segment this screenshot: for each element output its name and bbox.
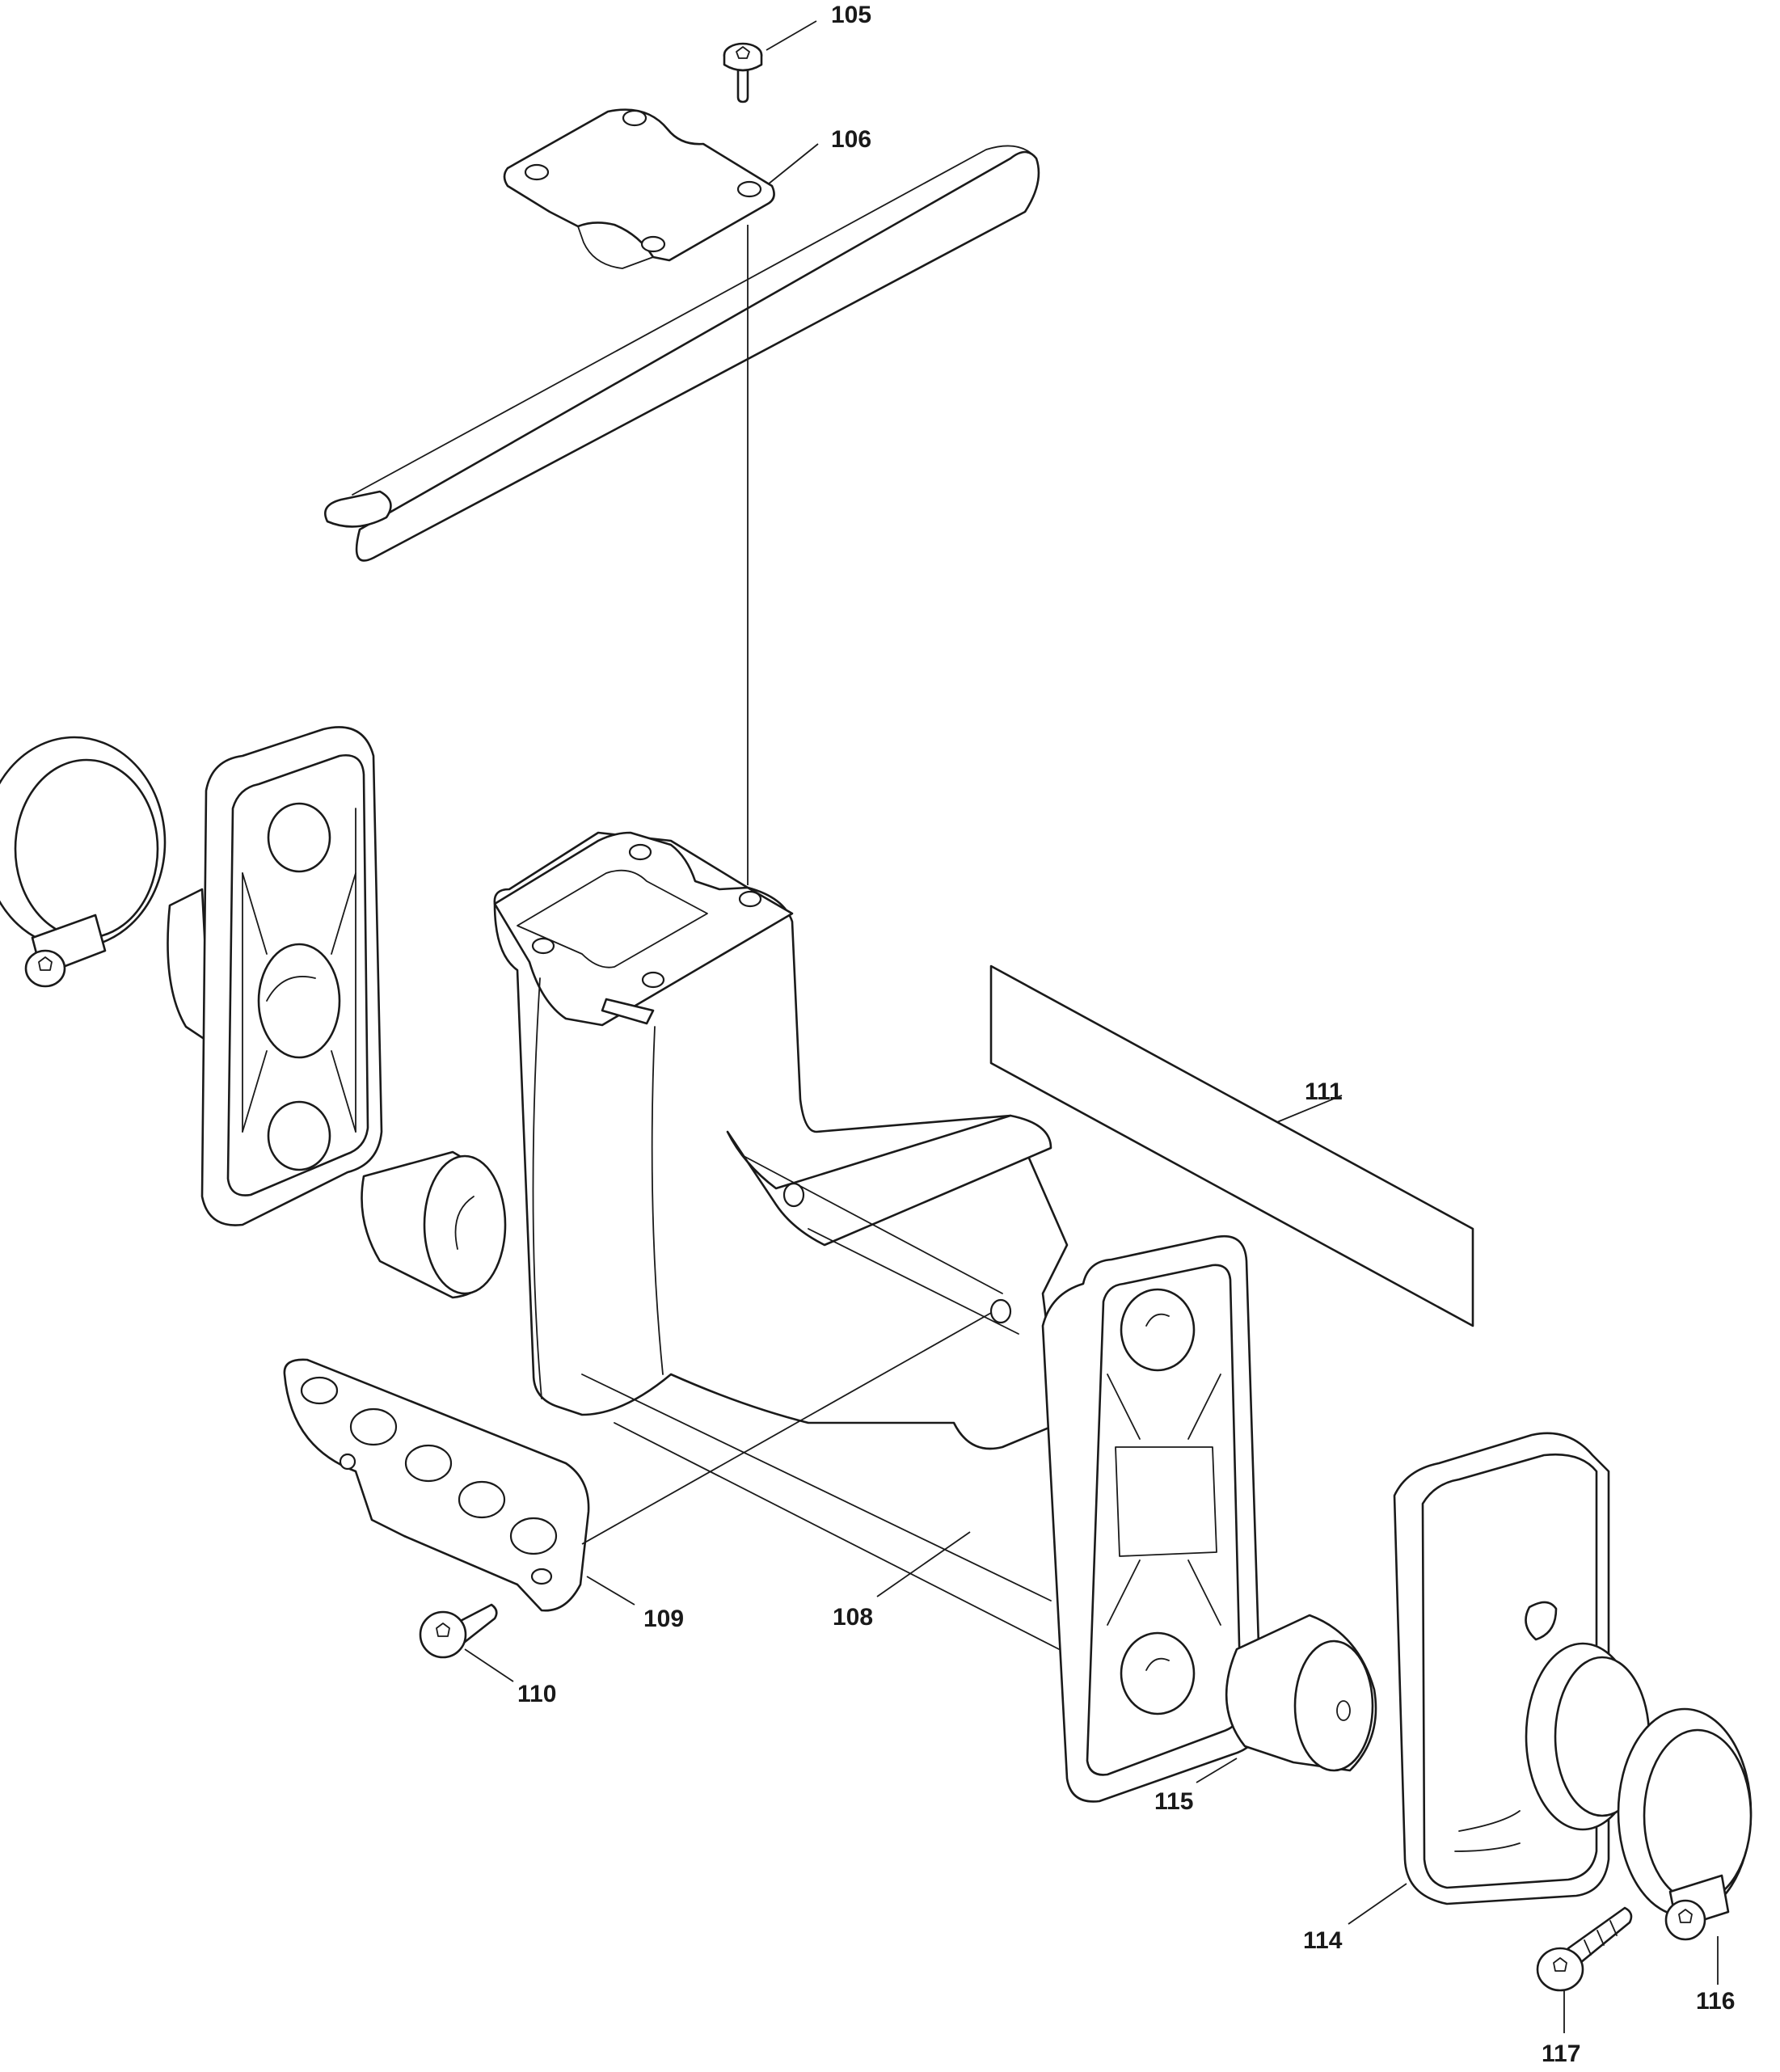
leader-lines bbox=[464, 20, 1719, 2033]
left-damper bbox=[361, 1150, 507, 1299]
part-109-plate bbox=[283, 1358, 590, 1612]
part-117-screw bbox=[1536, 1906, 1633, 1992]
part-114-cover bbox=[1393, 1432, 1651, 1905]
callout-115: 115 bbox=[1154, 1788, 1193, 1815]
callout-117: 117 bbox=[1542, 2040, 1580, 2067]
left-mount-plate bbox=[167, 726, 383, 1226]
part-105-screw bbox=[723, 42, 763, 103]
part-106-clamp bbox=[503, 108, 775, 269]
callout-105: 105 bbox=[831, 2, 871, 28]
callout-114: 114 bbox=[1303, 1927, 1343, 1954]
part-108-handle-housing bbox=[493, 831, 1101, 1650]
part-115-damper bbox=[1225, 1614, 1377, 1772]
part-111-label bbox=[989, 964, 1474, 1327]
callout-108: 108 bbox=[833, 1604, 873, 1631]
callout-111: 111 bbox=[1305, 1078, 1343, 1105]
callout-109: 109 bbox=[643, 1606, 684, 1632]
part-110-tapping-screw bbox=[419, 1603, 498, 1659]
callout-labels: 105 106 108 109 110 111 114 115 116 117 bbox=[517, 2, 1735, 2067]
callout-106: 106 bbox=[831, 126, 871, 153]
callout-110: 110 bbox=[517, 1681, 556, 1707]
left-pipe-clamp bbox=[0, 736, 167, 988]
shaft-tube bbox=[324, 145, 1040, 562]
callout-116: 116 bbox=[1696, 1988, 1735, 2015]
part-116-pipe-clamp bbox=[1617, 1707, 1753, 1941]
